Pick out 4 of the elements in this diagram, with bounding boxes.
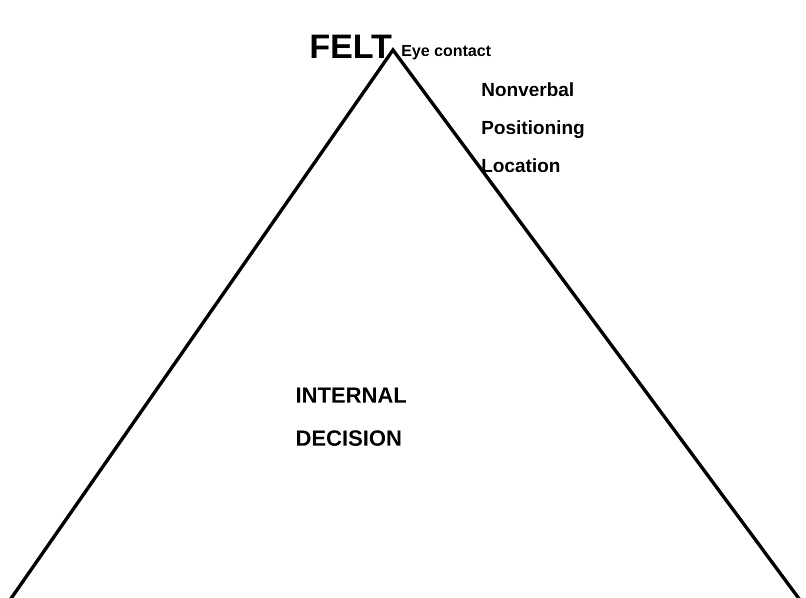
- label-text: Eye contact: [402, 44, 491, 60]
- label-text: Location: [482, 158, 560, 172]
- label-text: Positioning: [482, 120, 584, 138]
- label-text: Nonverbal: [482, 82, 573, 96]
